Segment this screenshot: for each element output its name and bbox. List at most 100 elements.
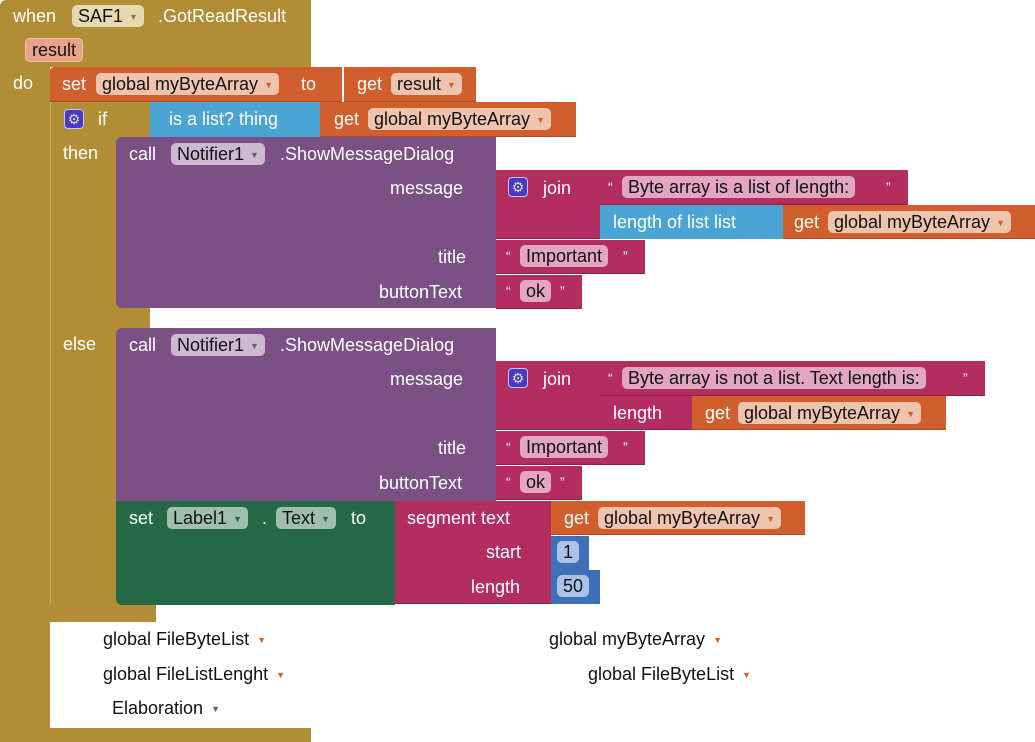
- notifier-dropdown[interactable]: Notifier1▼: [171, 143, 265, 165]
- dropdown-arrow-icon: ▼: [233, 514, 242, 524]
- set-label-text-block[interactable]: [116, 501, 395, 605]
- dropdown-arrow-icon: ▼: [276, 670, 286, 680]
- text-value[interactable]: Byte array is not a list. Text length is…: [622, 367, 926, 389]
- event-block-left-rail: [0, 60, 50, 742]
- message-label: message: [390, 178, 464, 198]
- notifier-dropdown[interactable]: Notifier1 ▼: [171, 334, 265, 356]
- quote-open: “: [506, 248, 511, 264]
- dropdown-arrow-icon: ▼: [742, 670, 751, 680]
- button-text-label: buttonText: [379, 282, 463, 302]
- then-call-block[interactable]: [116, 137, 496, 308]
- get-value: result: [397, 74, 442, 94]
- quote-open: “: [608, 179, 613, 195]
- quote-close: ”: [623, 439, 628, 455]
- get-global-dropdown[interactable]: global myByteArray▼: [738, 402, 921, 424]
- set-label: set: [129, 508, 154, 528]
- param-result[interactable]: result: [25, 38, 84, 62]
- dropdown-arrow-icon: ▼: [713, 635, 722, 645]
- variable-option[interactable]: global FileListLenght▼: [103, 663, 285, 686]
- get-result-dropdown[interactable]: result▼: [391, 73, 462, 95]
- mutator-gear-icon[interactable]: ⚙: [508, 368, 528, 388]
- variable-option[interactable]: global myByteArray ▼: [549, 628, 722, 651]
- text-value[interactable]: Byte array is a list of length:: [622, 176, 856, 198]
- join-label: join: [543, 178, 572, 198]
- if-block-tail: [50, 605, 156, 622]
- length-label: length: [471, 577, 521, 597]
- quote-close: ”: [623, 248, 628, 264]
- start-label: start: [486, 542, 522, 562]
- mutator-gear-icon[interactable]: ⚙: [64, 109, 84, 129]
- dropdown-arrow-icon: ▼: [264, 80, 273, 90]
- method-name: .ShowMessageDialog: [280, 335, 455, 355]
- variable-label: global FileByteList: [588, 664, 735, 684]
- variable-dropdown[interactable]: global myByteArray ▼: [96, 73, 279, 95]
- title-text-value[interactable]: Important: [520, 245, 609, 267]
- quote-open: “: [608, 370, 613, 386]
- property-dropdown[interactable]: Text ▼: [276, 507, 336, 529]
- when-label: when: [13, 6, 57, 26]
- event-block-footer: [0, 728, 311, 742]
- dropdown-arrow-icon: ▼: [996, 218, 1005, 228]
- get-label: get: [564, 508, 590, 528]
- property-name: Text: [282, 508, 316, 528]
- get-value: global myByteArray: [604, 508, 761, 528]
- quote-open: “: [506, 439, 511, 455]
- dot-label: .: [262, 508, 268, 528]
- length-of-list-block[interactable]: [600, 205, 783, 239]
- length-of-list-label: length of list list: [613, 212, 737, 232]
- variable-option[interactable]: global FileByteList ▼: [588, 663, 751, 686]
- variable-label: global FileByteList: [103, 629, 250, 649]
- quote-open: “: [506, 474, 511, 490]
- length-number-value[interactable]: 50: [557, 575, 590, 597]
- component-dropdown-saf1[interactable]: SAF1 ▼: [72, 5, 144, 27]
- join-label: join: [543, 369, 572, 389]
- button-text-label: buttonText: [379, 473, 463, 493]
- dropdown-arrow-icon: ▼: [321, 514, 330, 524]
- else-call-block[interactable]: [116, 328, 496, 501]
- is-a-list-block[interactable]: [150, 102, 322, 137]
- variable-label: global myByteArray: [549, 629, 706, 649]
- get-global-dropdown[interactable]: global myByteArray ▼: [598, 507, 781, 529]
- variable-option[interactable]: global FileByteList ▼: [103, 628, 266, 651]
- get-label: get: [705, 403, 731, 423]
- call-label: call: [129, 335, 157, 355]
- length-label: length: [613, 403, 663, 423]
- button-text-value[interactable]: ok: [520, 471, 552, 493]
- dropdown-arrow-icon: ▼: [766, 514, 775, 524]
- dropdown-arrow-icon: ▼: [257, 635, 266, 645]
- variable-option[interactable]: Elaboration▼: [112, 697, 220, 720]
- else-label: else: [63, 334, 97, 354]
- component-name: Label1: [173, 508, 228, 528]
- get-value: global myByteArray: [374, 109, 531, 129]
- get-label: get: [334, 109, 360, 129]
- dropdown-arrow-icon: ▼: [250, 341, 259, 351]
- set-label: set: [62, 74, 87, 94]
- to-label: to: [301, 74, 317, 94]
- title-label: title: [438, 438, 467, 458]
- is-a-list-label: is a list? thing: [169, 109, 279, 129]
- component-name: Notifier1: [177, 144, 245, 164]
- get-global-dropdown[interactable]: global myByteArray▼: [828, 211, 1011, 233]
- get-global-dropdown[interactable]: global myByteArray ▼: [368, 108, 551, 130]
- quote-close: ”: [560, 283, 565, 299]
- segment-block[interactable]: [395, 501, 551, 604]
- quote-close: ”: [886, 179, 891, 195]
- dropdown-arrow-icon: ▼: [536, 115, 545, 125]
- component-name: Notifier1: [177, 335, 245, 355]
- variable-label: Elaboration: [112, 698, 204, 718]
- event-name: .GotReadResult: [158, 6, 287, 26]
- if-label: if: [98, 109, 107, 129]
- dropdown-arrow-icon: ▼: [906, 409, 915, 419]
- variable-name: global myByteArray: [102, 74, 259, 94]
- component-name: SAF1: [78, 6, 124, 26]
- label-component-dropdown[interactable]: Label1 ▼: [167, 507, 248, 529]
- start-number-value[interactable]: 1: [557, 541, 580, 563]
- button-text-value[interactable]: ok: [520, 280, 552, 302]
- title-text-value[interactable]: Important: [520, 436, 609, 458]
- length-block[interactable]: [600, 396, 692, 430]
- quote-open: “: [506, 283, 511, 299]
- dropdown-arrow-icon: ▼: [129, 12, 138, 22]
- then-label: then: [63, 143, 99, 163]
- mutator-gear-icon[interactable]: ⚙: [508, 177, 528, 197]
- to-label: to: [351, 508, 367, 528]
